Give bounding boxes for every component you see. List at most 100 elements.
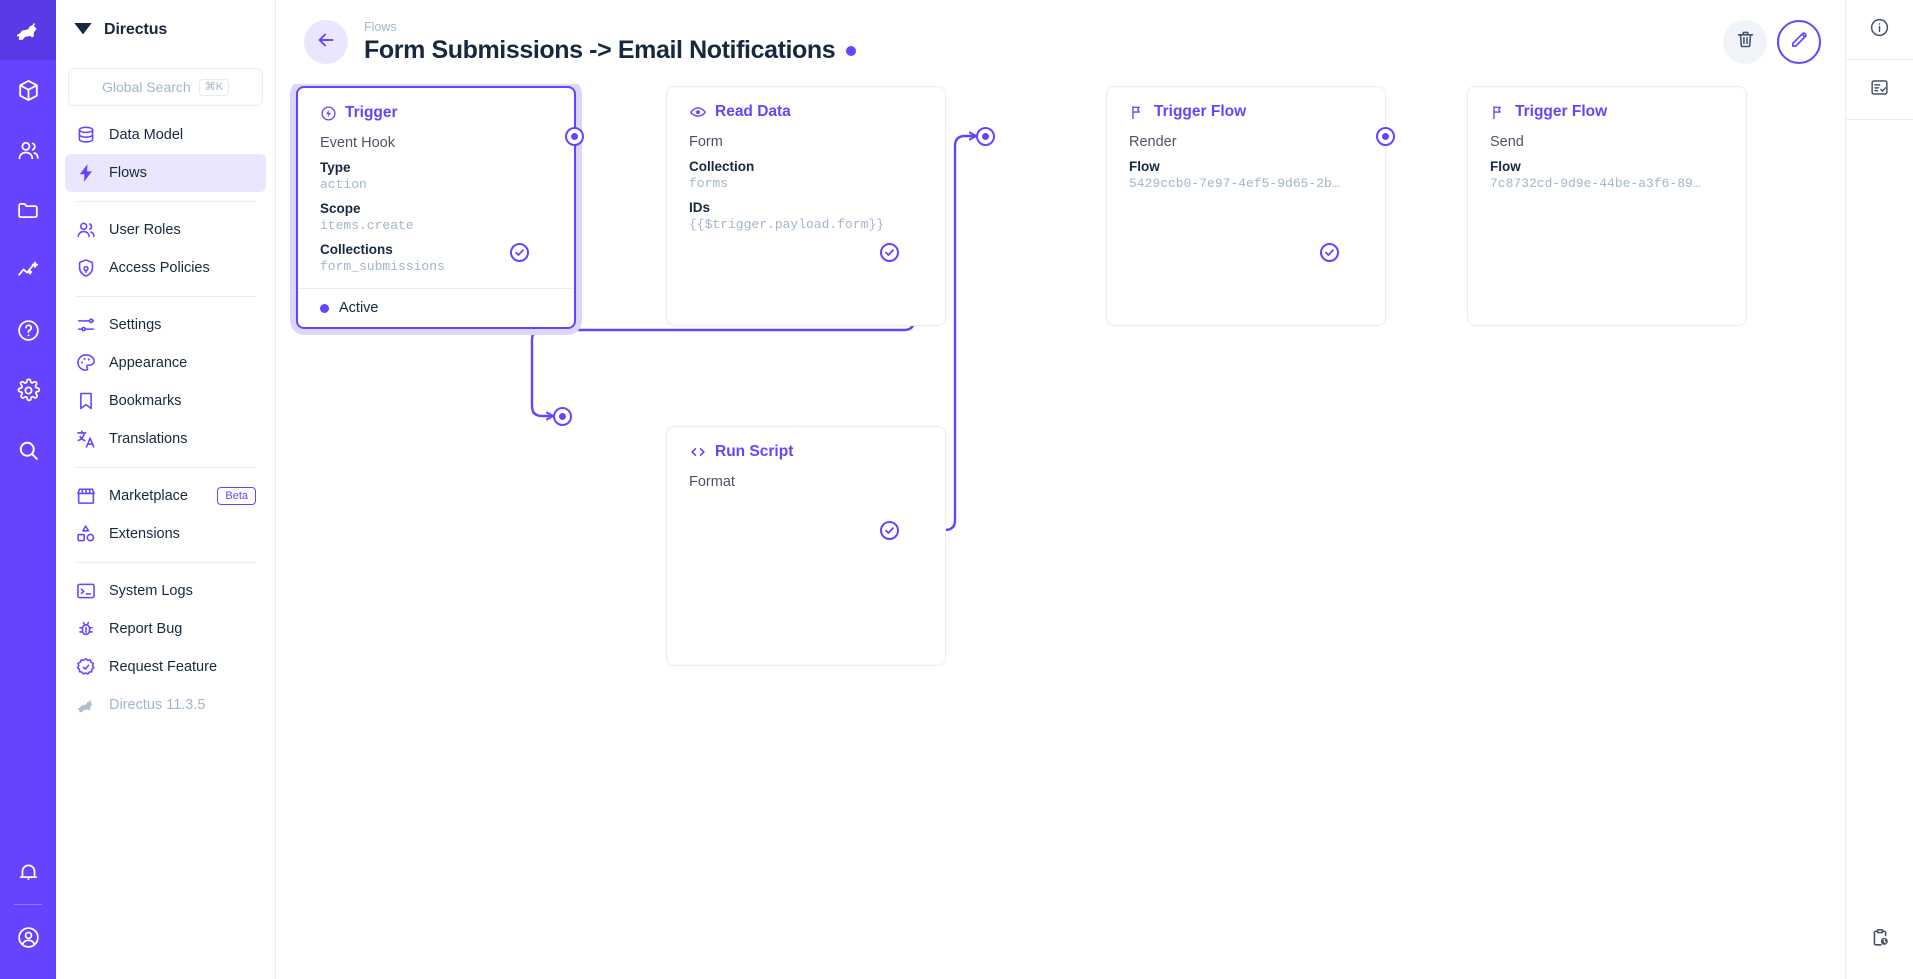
node-field-key: Flow [1129, 159, 1160, 174]
port-in-run-script[interactable] [553, 407, 572, 426]
pencil-icon [1789, 29, 1810, 55]
port-in-trigger-flow-send[interactable] [1376, 127, 1395, 146]
bolt-icon [75, 162, 97, 184]
node-field-value: items.create [320, 218, 414, 233]
bug-icon [75, 618, 97, 640]
sidebar-item-label: Data Model [109, 127, 184, 143]
port-out-trigger[interactable] [510, 243, 529, 262]
sidebar-item-bookmarks[interactable]: Bookmarks [65, 382, 266, 420]
directus-logo-button[interactable] [0, 0, 56, 60]
list-check-icon [1869, 77, 1890, 103]
port-dot [1382, 133, 1389, 140]
rail-item-account[interactable] [0, 907, 56, 967]
directus-mark-icon [72, 17, 94, 44]
sidebar-item-label: Request Feature [109, 659, 218, 675]
sidebar-divider [75, 296, 256, 297]
node-header: Trigger Flow [1129, 103, 1363, 121]
account-circle-icon [16, 925, 41, 950]
rail-item-users[interactable] [0, 120, 56, 180]
rail-item-insights[interactable] [0, 240, 56, 300]
main-area: Flows Form Submissions -> Email Notifica… [276, 0, 1845, 979]
flow-logs-button[interactable] [1846, 60, 1913, 120]
delete-flow-button[interactable] [1723, 20, 1767, 64]
sidebar-item-flows[interactable]: Flows [65, 154, 266, 192]
node-header-label: Trigger [345, 104, 398, 121]
chart-icon [16, 258, 41, 283]
sidebar-item-extensions[interactable]: Extensions [65, 515, 266, 553]
port-in-trigger-flow-render[interactable] [976, 127, 995, 146]
check-badge-icon [75, 656, 97, 678]
sidebar-item-request-feature[interactable]: Request Feature [65, 648, 266, 686]
sidebar-title: Directus [104, 21, 168, 38]
sidebar-item-appearance[interactable]: Appearance [65, 344, 266, 382]
node-subtitle: Render [1129, 134, 1177, 150]
rail-item-files[interactable] [0, 180, 56, 240]
rail-item-docs[interactable] [0, 300, 56, 360]
sidebar-item-report-bug[interactable]: Report Bug [65, 610, 266, 648]
rail-item-content[interactable] [0, 60, 56, 120]
terminal-icon [75, 580, 97, 602]
sidebar-item-directus-11-3-5: Directus 11.3.5 [65, 686, 266, 724]
node-status-label: Active [339, 300, 379, 316]
sidebar-item-data-model[interactable]: Data Model [65, 116, 266, 154]
database-icon [75, 124, 97, 146]
node-header: Run Script [689, 443, 923, 461]
port-out-run-script[interactable] [880, 521, 899, 540]
back-button[interactable] [304, 20, 348, 64]
port-out-trigger-flow-render[interactable] [1320, 243, 1339, 262]
edit-flow-button[interactable] [1777, 20, 1821, 64]
node-field-key: Collection [689, 159, 755, 174]
sidebar-item-access-policies[interactable]: Access Policies [65, 249, 266, 287]
flag-icon [1129, 104, 1146, 121]
activity-log-button[interactable] [1846, 901, 1913, 979]
node-field-key: Flow [1490, 159, 1521, 174]
node-header: Trigger [320, 104, 552, 122]
node-subtitle: Send [1490, 134, 1524, 150]
sidebar-item-system-logs[interactable]: System Logs [65, 572, 266, 610]
check-icon [510, 243, 529, 262]
node-header: Trigger Flow [1490, 103, 1724, 121]
eye-icon [689, 103, 707, 121]
node-field-key: IDs [689, 200, 711, 215]
module-rail [0, 0, 56, 979]
node-header-label: Trigger Flow [1154, 103, 1247, 120]
users-icon [75, 219, 97, 241]
port-out-read-data[interactable] [880, 243, 899, 262]
node-field-value: {{$trigger.payload.form}} [689, 217, 885, 232]
sidebar-item-label: Extensions [109, 526, 180, 542]
sidebar-item-label: Access Policies [109, 260, 210, 276]
search-icon [16, 438, 41, 463]
port-dot [559, 413, 566, 420]
rabbit-icon [13, 15, 43, 45]
breadcrumb[interactable]: Flows [364, 20, 397, 34]
node-subtitle: Form [689, 134, 723, 150]
sidebar-item-label: System Logs [109, 583, 193, 599]
rail-item-search[interactable] [0, 420, 56, 480]
trash-icon [1735, 29, 1756, 55]
users-icon [16, 138, 41, 163]
question-circle-icon [16, 318, 41, 343]
global-search-input[interactable]: Global Search ⌘K [68, 68, 263, 106]
sidebar-item-label: Translations [109, 431, 188, 447]
sidebar-item-settings[interactable]: Settings [65, 306, 266, 344]
box-icon [16, 78, 41, 103]
sidebar-item-label: Flows [109, 165, 147, 181]
sidebar-item-translations[interactable]: Translations [65, 420, 266, 458]
node-field-key: Scope [320, 201, 361, 216]
port-in-read-data[interactable] [565, 127, 584, 146]
flow-info-button[interactable] [1846, 0, 1913, 60]
rail-item-notifications[interactable] [0, 842, 56, 902]
sidebar-item-label: Appearance [109, 355, 188, 371]
trigger-icon [320, 105, 337, 122]
rail-item-settings[interactable] [0, 360, 56, 420]
code-icon [689, 443, 707, 461]
check-icon [880, 521, 899, 540]
sidebar-item-user-roles[interactable]: User Roles [65, 211, 266, 249]
